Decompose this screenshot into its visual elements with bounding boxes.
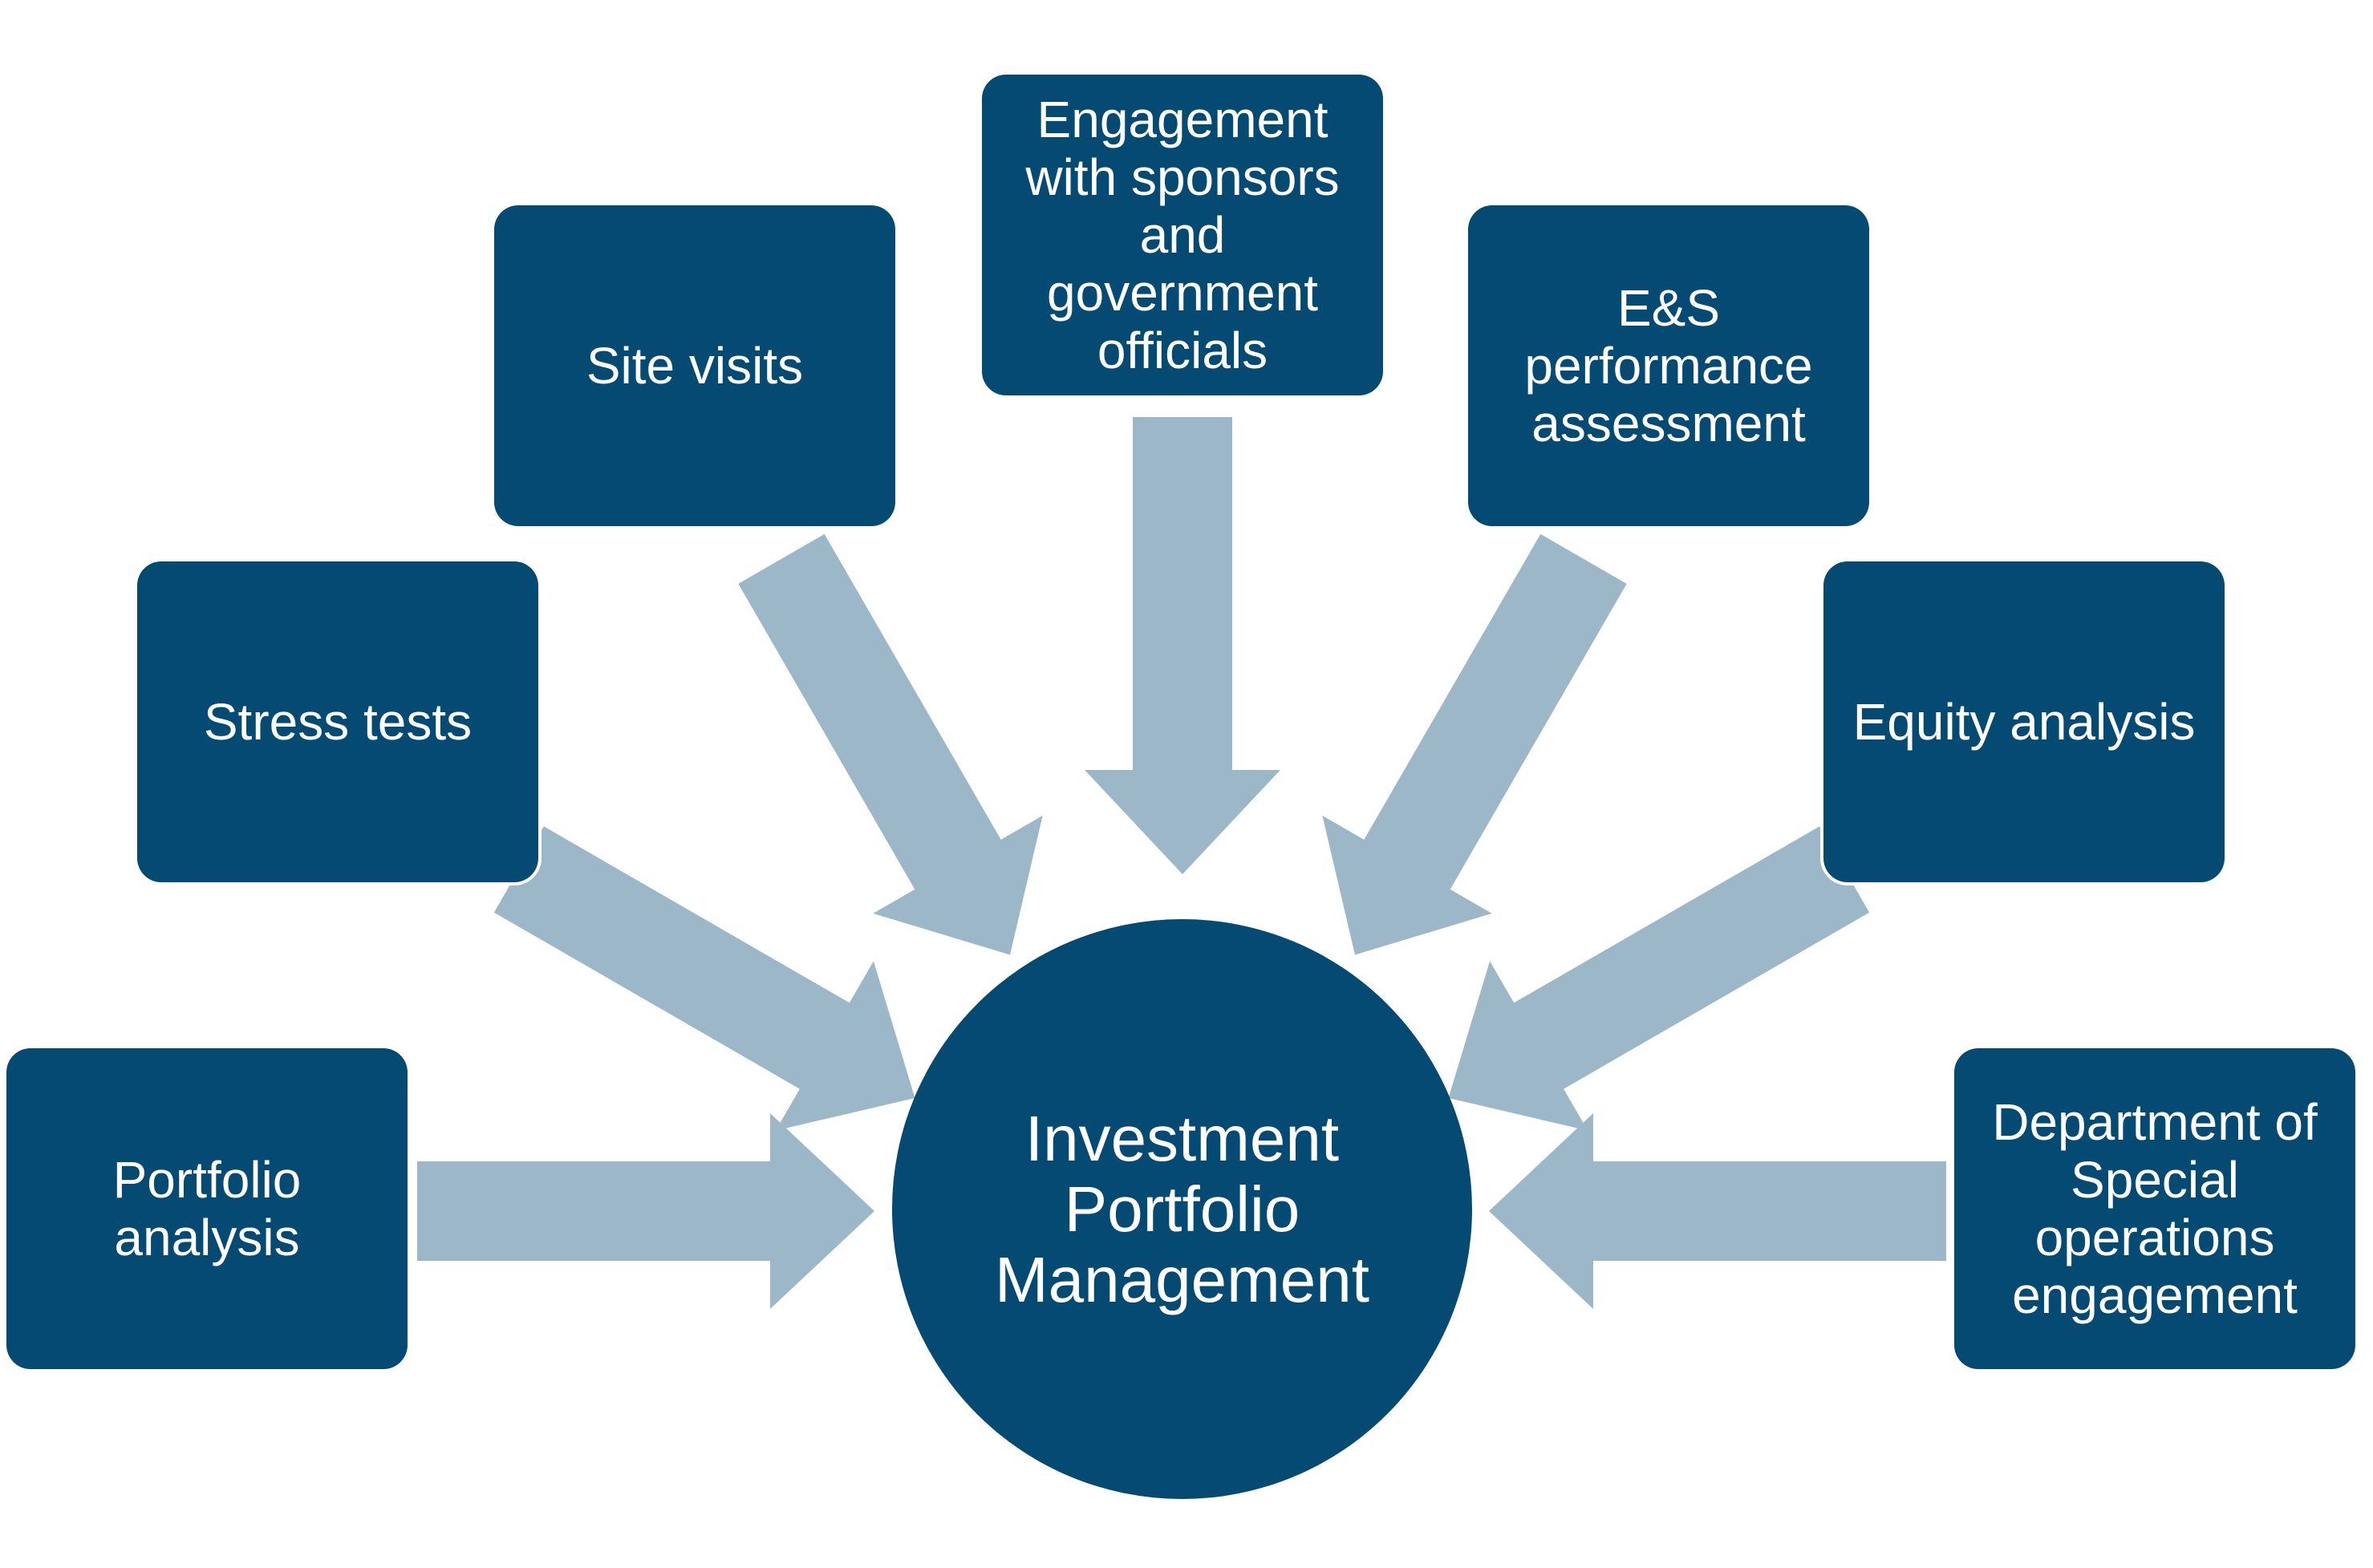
node-engagement: Engagement with sponsors and government … (982, 75, 1383, 395)
arrow-stress-tests (493, 826, 915, 1131)
node-label: Portfolio analysis (112, 1151, 302, 1266)
node-label: Department of Special operations engagem… (1992, 1093, 2318, 1324)
center-node-label: Investment Portfolio Management (995, 1102, 1369, 1315)
arrow-equity-analysis (1448, 826, 1870, 1131)
node-label: E&S performance assessment (1524, 279, 1813, 452)
node-site-visits: Site visits (494, 205, 895, 526)
node-equity-analysis: Equity analysis (1823, 561, 2225, 882)
node-es-performance: E&S performance assessment (1468, 205, 1869, 526)
arrow-es-performance (1322, 533, 1627, 955)
node-stress-tests: Stress tests (137, 561, 538, 882)
node-label: Equity analysis (1852, 693, 2196, 751)
node-label: Site visits (586, 337, 804, 395)
arrow-portfolio-analysis (417, 1113, 874, 1309)
arrow-site-visits (738, 533, 1043, 955)
node-dept-special-ops: Department of Special operations engagem… (1954, 1048, 2355, 1369)
node-label: Stress tests (203, 693, 473, 751)
arrow-engagement (1085, 417, 1280, 874)
arrow-dept-special-ops (1489, 1113, 1946, 1309)
node-portfolio-analysis: Portfolio analysis (6, 1048, 408, 1369)
center-node: Investment Portfolio Management (892, 919, 1472, 1499)
node-label: Engagement with sponsors and government … (1025, 91, 1340, 379)
